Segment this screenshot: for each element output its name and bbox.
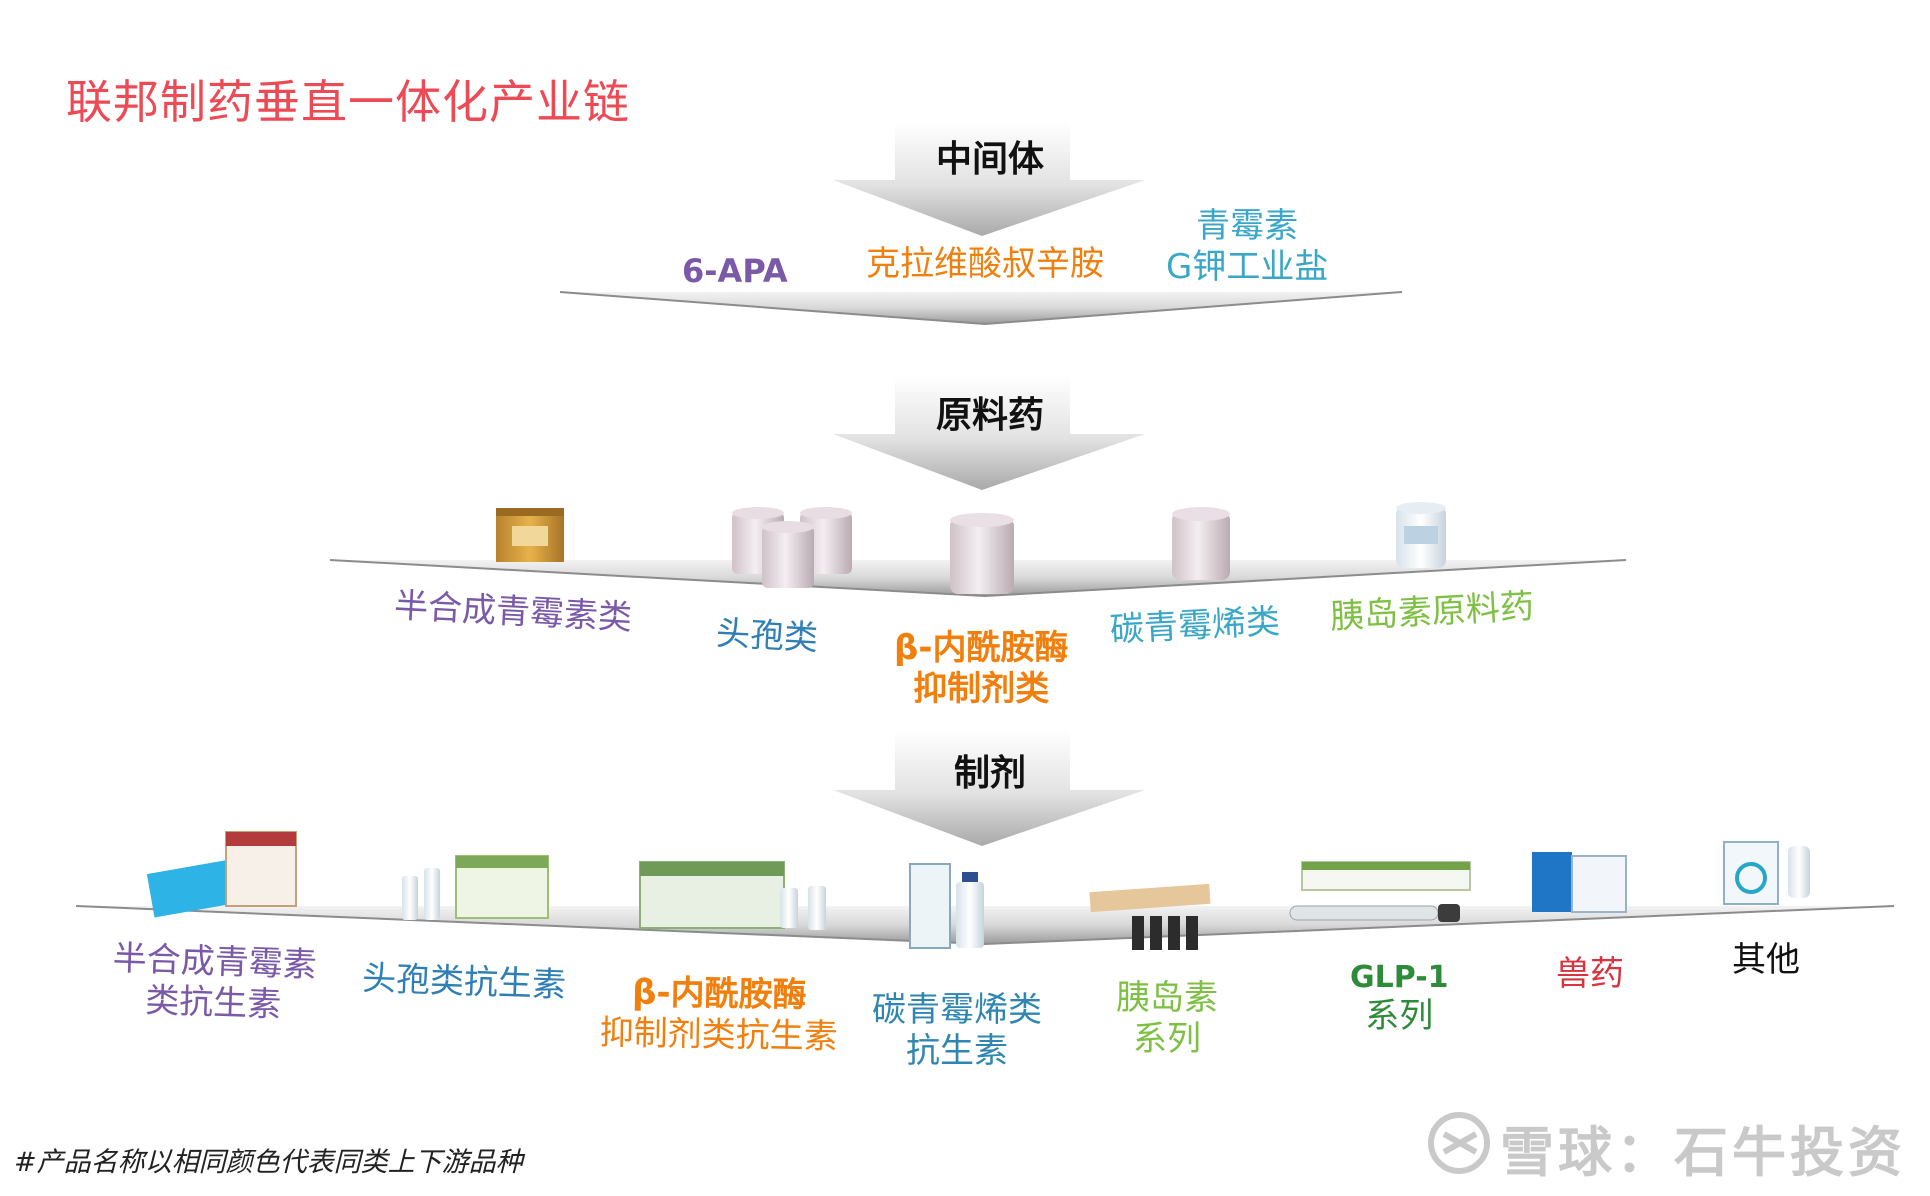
formulation-penicillin-line1: 半合成青霉素 xyxy=(112,938,318,986)
arrow-intermediate xyxy=(833,122,1145,236)
vial-jar-illustration xyxy=(1396,502,1446,568)
arrow-formulation xyxy=(833,730,1145,846)
page-title: 联邦制药垂直一体化产业链 xyxy=(66,75,630,129)
formulation-veterinary: 兽药 xyxy=(1556,954,1624,994)
formulation-beta-lactamase-line2: 抑制剂类抗生素 xyxy=(599,1012,838,1057)
stage-label-formulation: 制剂 xyxy=(953,753,1026,794)
carbapenem-vial-illustration xyxy=(909,863,984,949)
formulation-other: 其他 xyxy=(1732,940,1800,980)
formulation-glp1-line1: GLP-1 xyxy=(1350,960,1449,995)
glp1-pen-illustration xyxy=(1289,861,1471,922)
footnote: #产品名称以相同颜色代表同类上下游品种 xyxy=(14,1147,523,1178)
stage-label-intermediate: 中间体 xyxy=(935,139,1044,180)
stage-label-api: 原料药 xyxy=(935,395,1044,436)
intermediate-penicillin-g-line1: 青霉素 xyxy=(1196,206,1299,246)
api-beta-lactamase-inhibitor-line1: β-内酰胺酶 xyxy=(894,628,1069,668)
formulation-cephalosporin: 头孢类抗生素 xyxy=(361,958,567,1006)
formulation-glp1-line2: 系列 xyxy=(1365,996,1434,1036)
penicillin-packaging-illustration xyxy=(146,831,297,918)
cephalosporin-packaging-illustration xyxy=(402,855,549,920)
intermediate-penicillin-g: 青霉素 G钾工业盐 xyxy=(1166,206,1328,288)
formulation-insulin: 胰岛素 系列 xyxy=(1116,978,1218,1060)
inhibitor-packaging-illustration xyxy=(639,861,826,930)
barrel-illustration xyxy=(950,513,1014,594)
formulation-carbapenem: 碳青霉烯类 抗生素 xyxy=(872,990,1042,1072)
formulation-penicillin: 半合成青霉素 类抗生素 xyxy=(111,938,318,1027)
formulation-insulin-line1: 胰岛素 xyxy=(1116,978,1218,1018)
watermark-text: 雪球：石牛投资 xyxy=(1500,1121,1906,1184)
intermediate-6apa: 6-APA xyxy=(682,252,788,290)
tin-container-illustration xyxy=(496,508,564,562)
barrel-group-illustration xyxy=(732,507,852,588)
formulation-carbapenem-line1: 碳青霉烯类 xyxy=(872,990,1042,1030)
api-beta-lactamase-inhibitor: β-内酰胺酶 抑制剂类 xyxy=(894,628,1068,710)
platform-intermediate xyxy=(559,291,1403,326)
intermediate-clavulanate: 克拉维酸叔辛胺 xyxy=(866,244,1104,284)
watermark-logo-icon xyxy=(1428,1112,1490,1174)
formulation-penicillin-line2: 类抗生素 xyxy=(144,980,282,1026)
barrel-illustration xyxy=(1172,507,1230,580)
formulation-carbapenem-line2: 抗生素 xyxy=(906,1030,1008,1071)
api-cephalosporin: 头孢类 xyxy=(715,613,819,659)
formulation-beta-lactamase-line1: β-内酰胺酶 xyxy=(631,972,807,1016)
formulation-beta-lactamase: β-内酰胺酶 抑制剂类抗生素 xyxy=(599,972,838,1058)
other-product-illustration xyxy=(1723,841,1810,905)
veterinary-product-illustration xyxy=(1532,852,1627,913)
insulin-cartridges-illustration xyxy=(1089,883,1211,950)
formulation-glp1: GLP-1 系列 xyxy=(1350,960,1449,1037)
api-beta-lactamase-inhibitor-line2: 抑制剂类 xyxy=(913,668,1050,709)
arrow-api xyxy=(833,376,1145,490)
formulation-insulin-line2: 系列 xyxy=(1133,1018,1201,1059)
intermediate-penicillin-g-line2: G钾工业盐 xyxy=(1166,246,1329,287)
